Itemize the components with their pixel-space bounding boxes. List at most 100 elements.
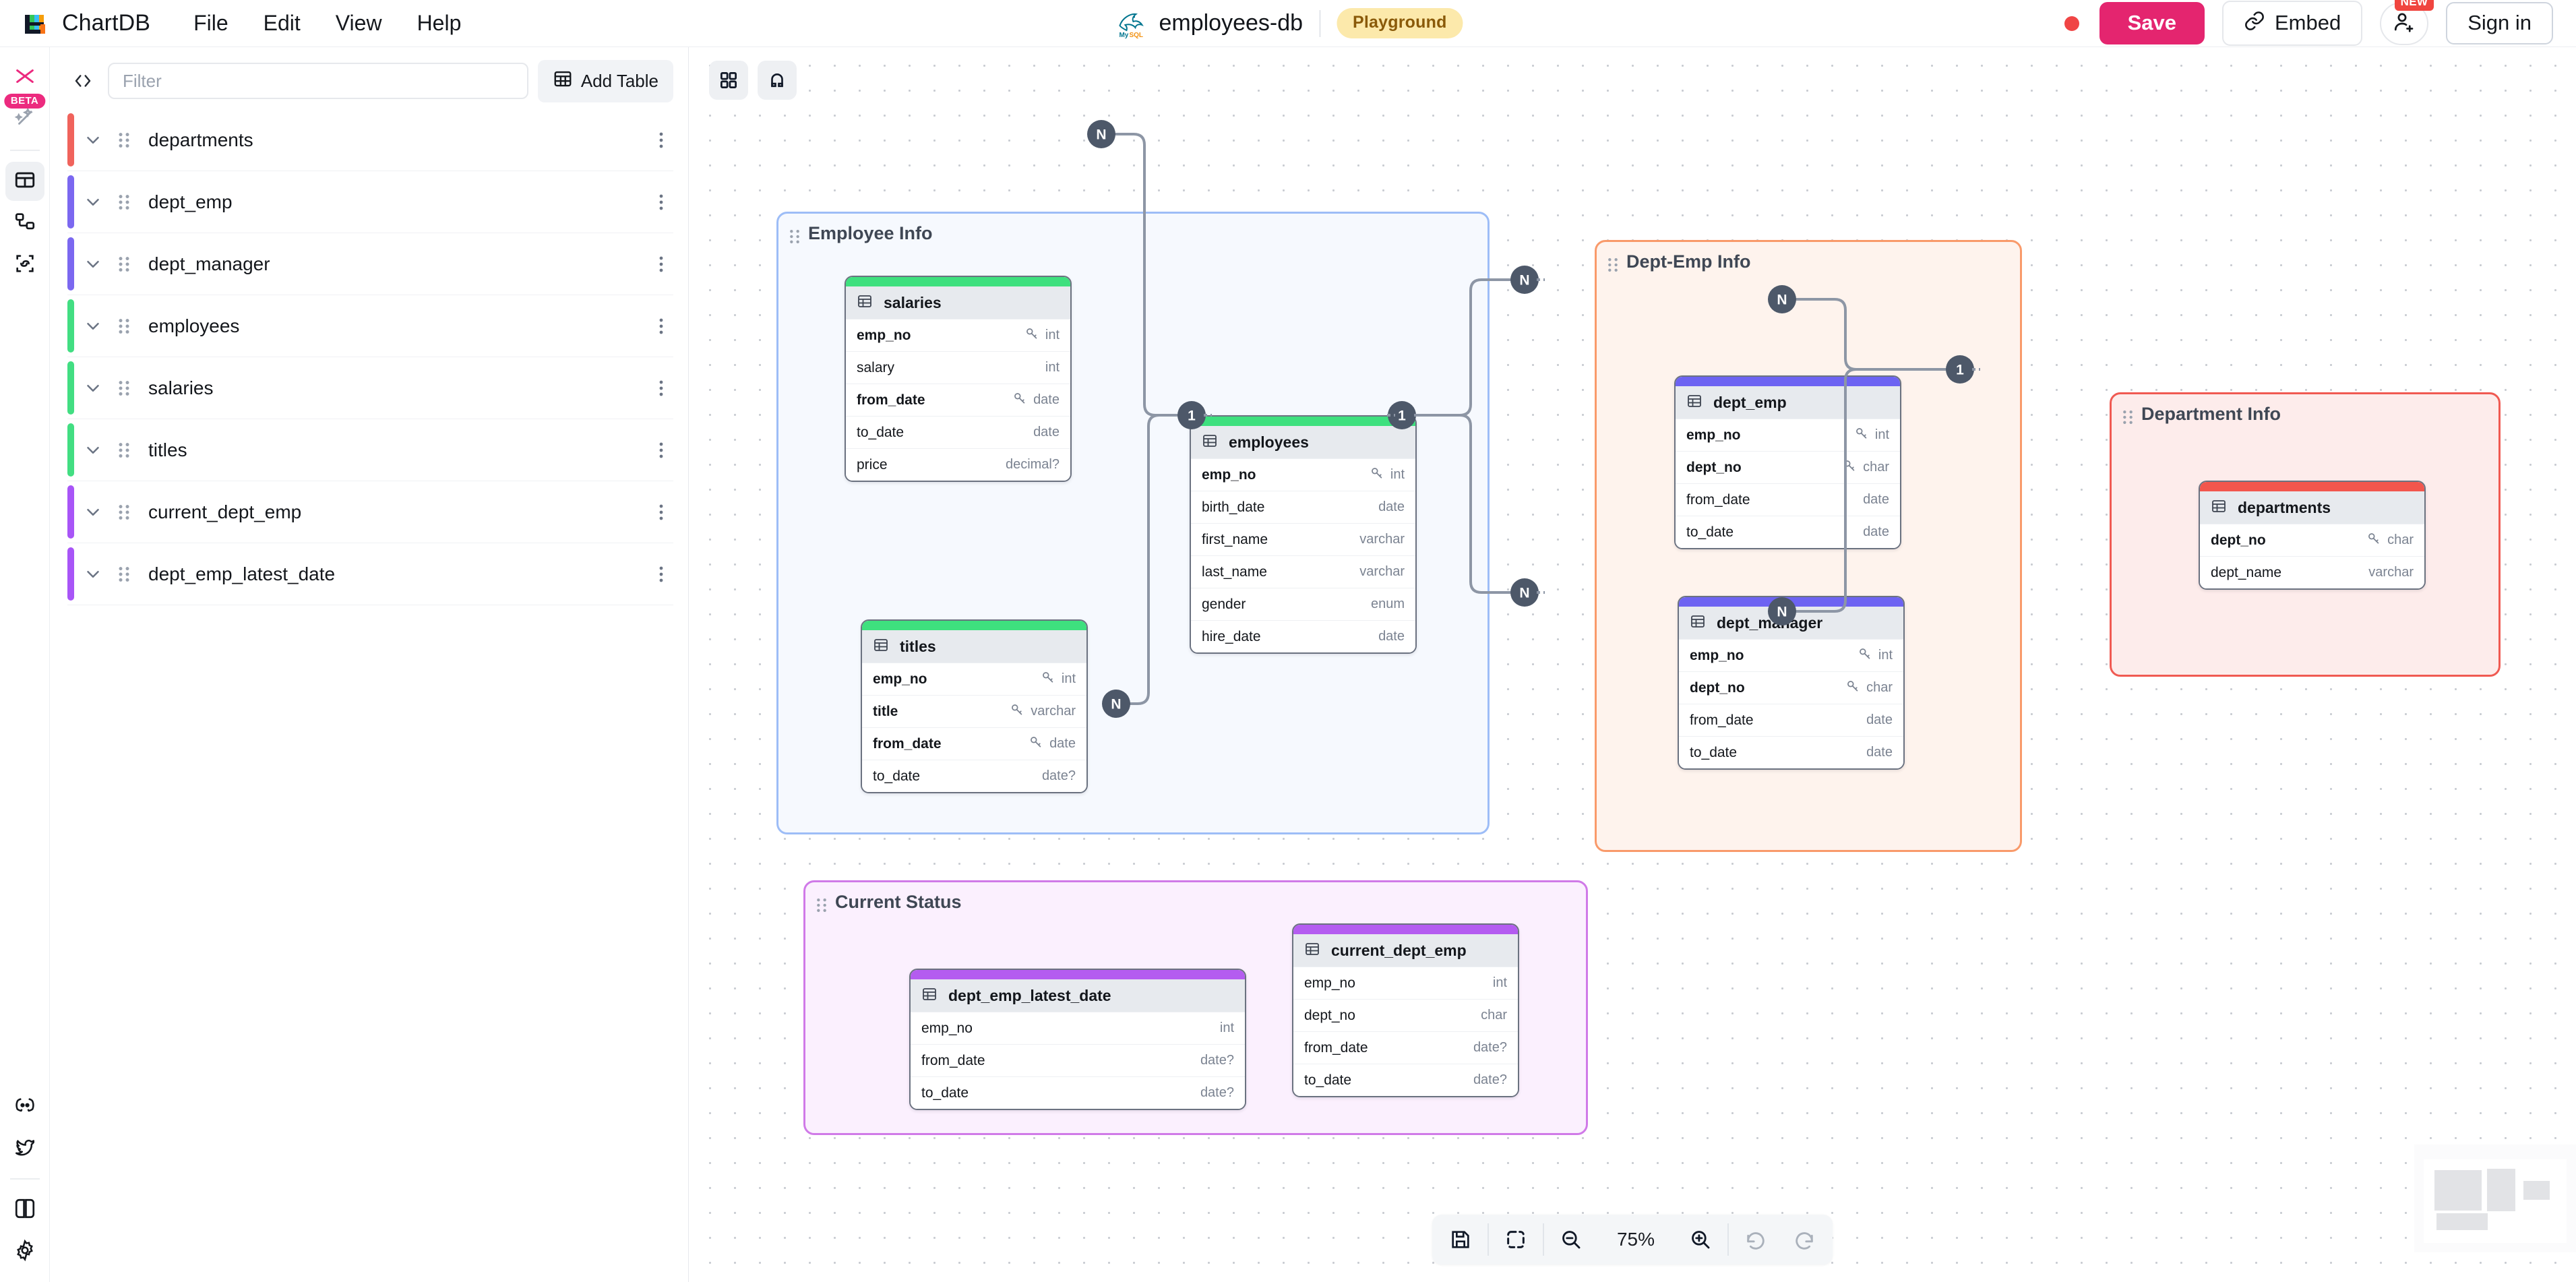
table-options-icon[interactable] (649, 192, 673, 212)
table-options-icon[interactable] (649, 130, 673, 150)
table-options-icon[interactable] (649, 254, 673, 274)
table-node-header[interactable]: dept_emp (1676, 386, 1900, 419)
rail-item-dbml-editor[interactable] (5, 58, 44, 97)
rail-item-docs[interactable] (5, 1190, 44, 1229)
table-node-header[interactable]: current_dept_emp (1293, 934, 1518, 967)
rail-item-settings[interactable] (5, 1232, 44, 1271)
embed-button[interactable]: Embed (2221, 0, 2363, 47)
area-drag-handle-icon[interactable] (815, 896, 828, 918)
table-list-item[interactable]: departments (67, 109, 673, 171)
table-node-header[interactable]: titles (862, 630, 1086, 663)
save-button[interactable]: Save (2099, 2, 2205, 44)
table-options-icon[interactable] (649, 564, 673, 584)
chevron-down-icon[interactable] (82, 191, 104, 213)
table-list-item[interactable]: titles (67, 419, 673, 481)
page-title[interactable]: employees-db (1159, 10, 1304, 36)
menu-file[interactable]: File (193, 11, 228, 35)
filter-input[interactable] (108, 63, 528, 99)
chevron-down-icon[interactable] (82, 501, 104, 523)
drag-handle-icon[interactable] (115, 564, 133, 584)
rail-item-ai-assistant[interactable]: BETA (3, 94, 46, 139)
table-node-header[interactable]: dept_manager (1679, 607, 1903, 639)
chevron-down-icon[interactable] (82, 563, 104, 585)
account-button[interactable]: NEW (2380, 0, 2434, 45)
chevron-down-icon[interactable] (82, 377, 104, 399)
minimap[interactable] (2414, 1144, 2576, 1252)
area-drag-handle-icon[interactable] (2121, 408, 2135, 430)
menu-view[interactable]: View (335, 11, 382, 35)
zoom-out-button[interactable] (1547, 1219, 1595, 1260)
table-node-header[interactable]: employees (1191, 426, 1415, 458)
drag-handle-icon[interactable] (115, 316, 133, 336)
zoom-level[interactable]: 75% (1616, 1229, 1655, 1250)
table-options-icon[interactable] (649, 502, 673, 522)
table-list-item[interactable]: dept_emp_latest_date (67, 543, 673, 605)
rail-item-twitter[interactable] (5, 1128, 44, 1167)
menu-help[interactable]: Help (417, 11, 462, 35)
table-node-header[interactable]: salaries (846, 286, 1070, 319)
drag-handle-icon[interactable] (115, 192, 133, 212)
table-list-item[interactable]: salaries (67, 357, 673, 419)
rail-item-tables[interactable] (5, 162, 44, 201)
zoom-in-button[interactable] (1676, 1219, 1725, 1260)
signin-button[interactable]: Sign in (2446, 2, 2553, 44)
save-diagram-button[interactable] (1436, 1219, 1485, 1260)
chevron-down-icon[interactable] (82, 315, 104, 337)
drag-handle-icon[interactable] (115, 378, 133, 398)
fit-screen-button[interactable] (1492, 1219, 1540, 1260)
table-list-item[interactable]: dept_manager (67, 233, 673, 295)
table-node-header[interactable]: dept_emp_latest_date (911, 979, 1245, 1012)
code-brackets-icon[interactable] (67, 65, 98, 96)
layout-grid-icon[interactable] (709, 61, 748, 100)
table-node-header[interactable]: departments (2200, 491, 2424, 524)
rail-item-discord[interactable] (5, 1087, 44, 1126)
area-drag-handle-icon[interactable] (788, 227, 801, 249)
table-options-icon[interactable] (649, 316, 673, 336)
table-list-item[interactable]: current_dept_emp (67, 481, 673, 543)
drag-handle-icon[interactable] (115, 502, 133, 522)
drag-handle-icon[interactable] (115, 130, 133, 150)
chevron-down-icon[interactable] (82, 253, 104, 275)
chevron-down-icon[interactable] (82, 439, 104, 461)
add-table-button[interactable]: Add Table (537, 59, 673, 102)
menu-edit[interactable]: Edit (263, 11, 301, 35)
undo-button[interactable] (1731, 1219, 1780, 1260)
